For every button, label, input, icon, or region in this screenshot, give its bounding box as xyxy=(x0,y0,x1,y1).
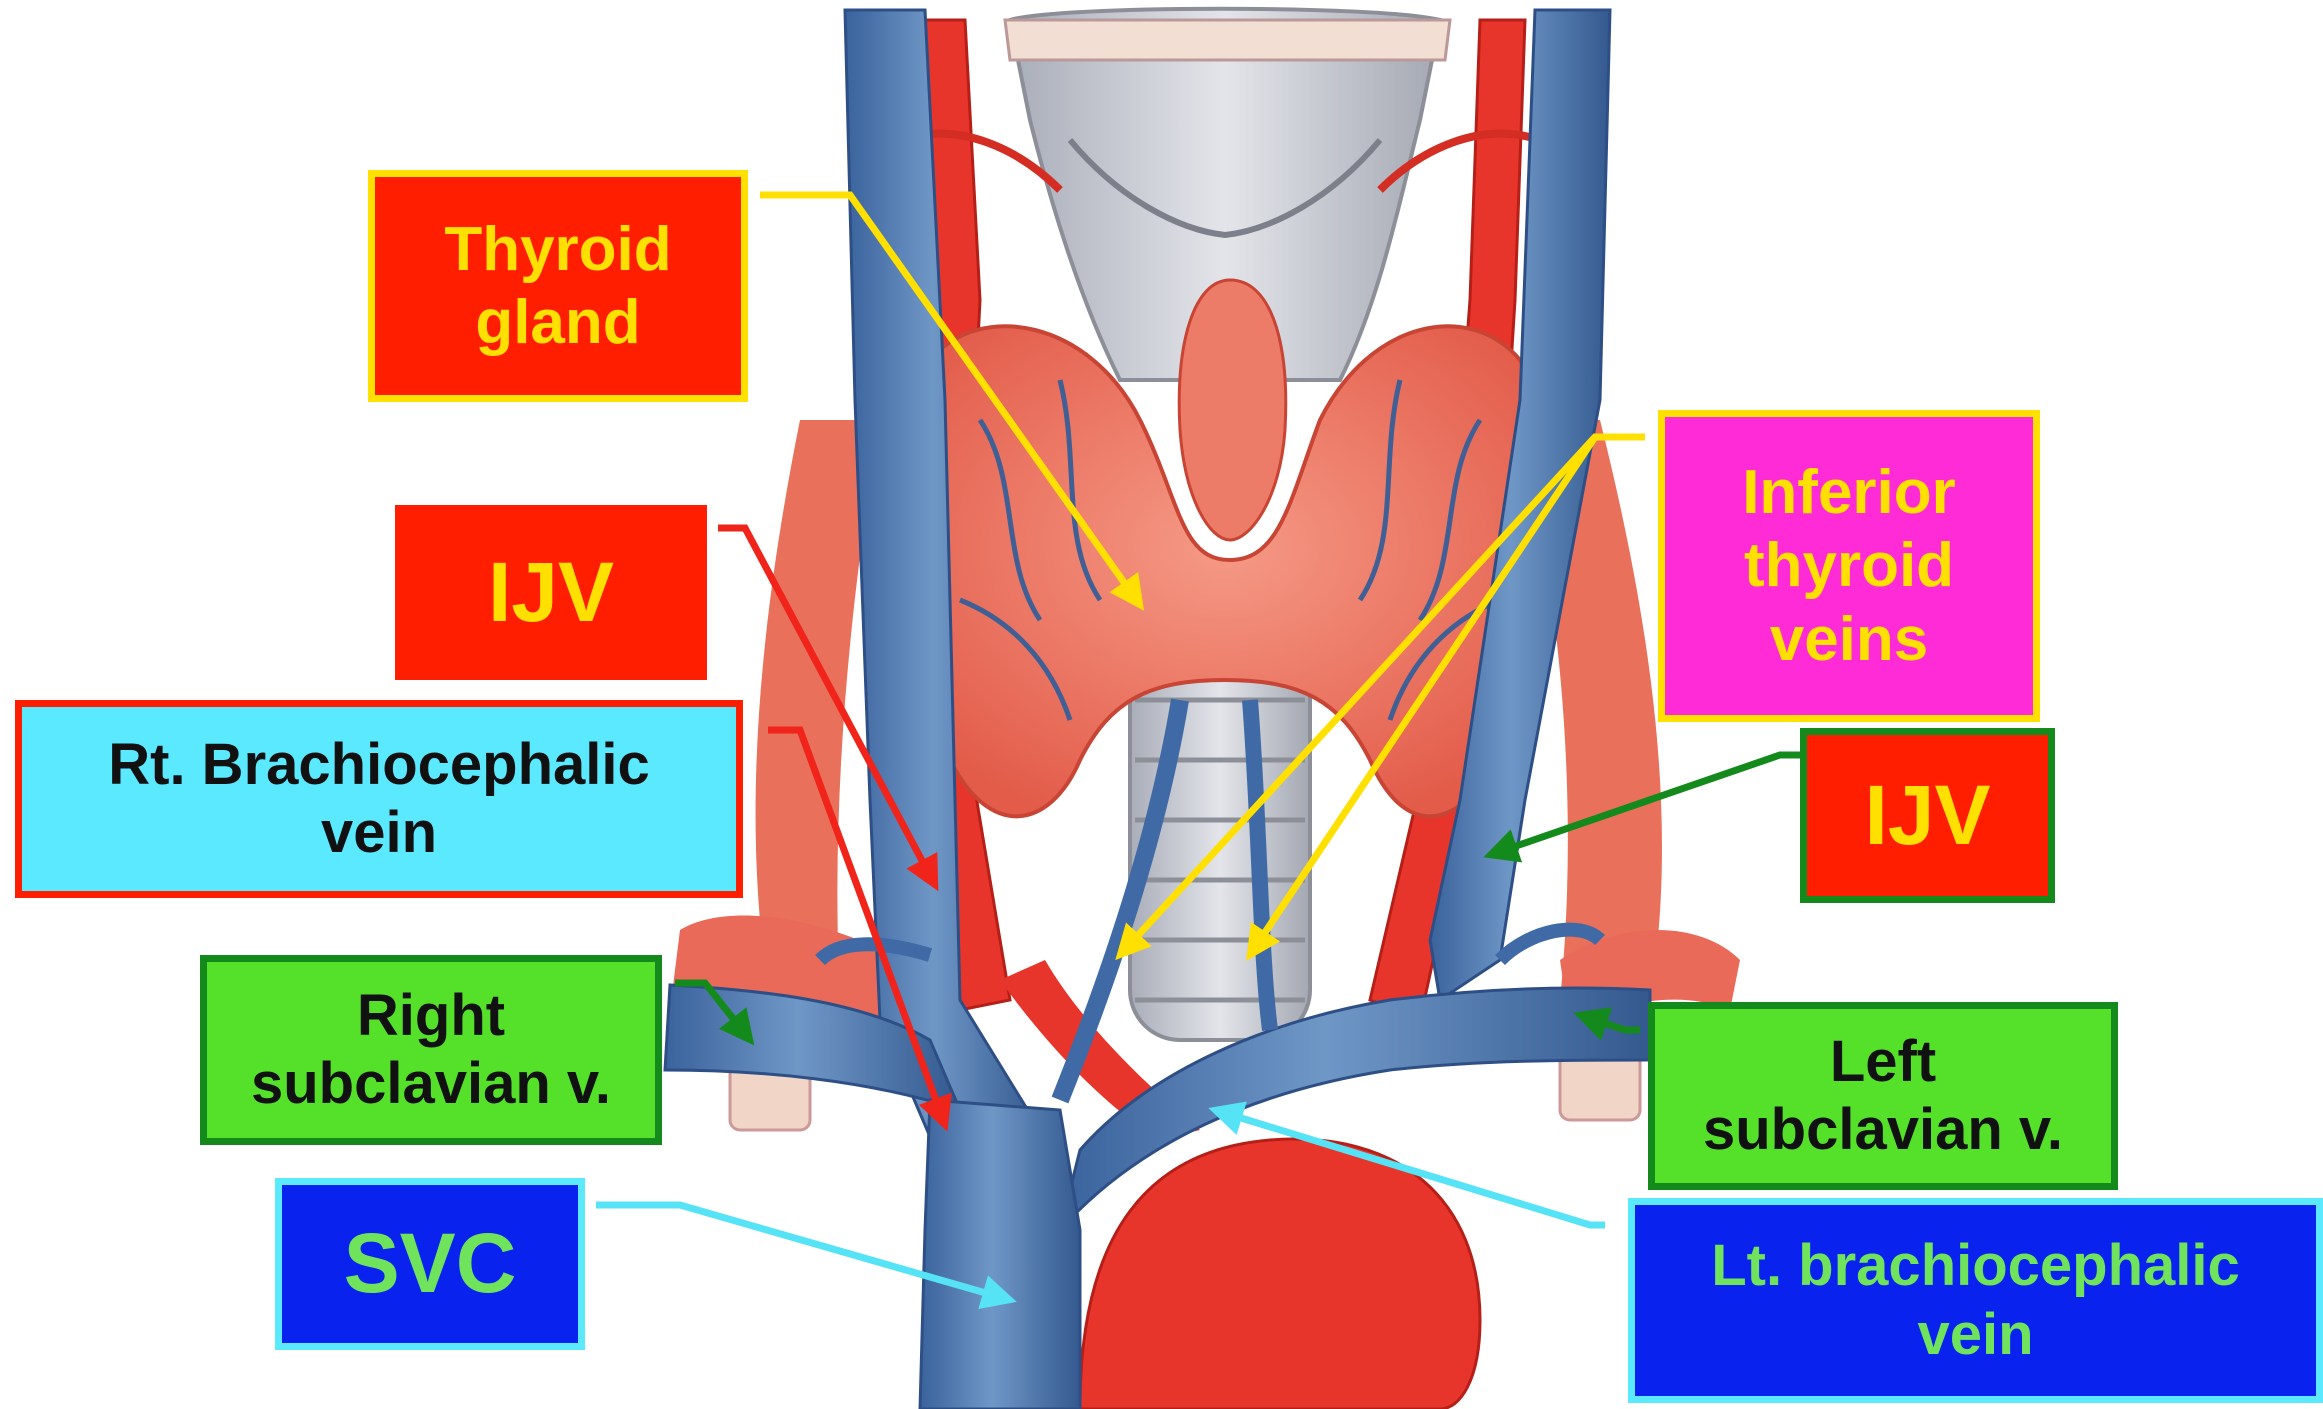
ijv-right-text: IJV xyxy=(488,543,614,642)
svc-label: SVC xyxy=(275,1178,585,1350)
ijv-left-text: IJV xyxy=(1864,766,1990,865)
lt-brachiocephalic-text: Lt. brachiocephalic vein xyxy=(1711,1232,2240,1369)
lt-brachiocephalic-label: Lt. brachiocephalic vein xyxy=(1628,1198,2323,1403)
ijv-left-label: IJV xyxy=(1800,728,2055,903)
svc-text: SVC xyxy=(344,1214,517,1313)
left-subclavian-label: Left subclavian v. xyxy=(1648,1002,2118,1190)
thyroid-gland-label: Thyroid gland xyxy=(368,170,748,402)
left-subclavian-text: Left subclavian v. xyxy=(1703,1028,2063,1165)
inferior-thyroid-veins-text: Inferior thyroid veins xyxy=(1742,456,1956,675)
rt-brachiocephalic-text: Rt. Brachiocephalic vein xyxy=(108,731,649,868)
inferior-thyroid-veins-label: Inferior thyroid veins xyxy=(1658,410,2040,722)
thyroid-gland-text: Thyroid gland xyxy=(444,213,671,359)
right-subclavian-text: Right subclavian v. xyxy=(251,982,611,1119)
ijv-right-label: IJV xyxy=(395,505,707,680)
right-subclavian-label: Right subclavian v. xyxy=(200,955,662,1145)
rt-brachiocephalic-label: Rt. Brachiocephalic vein xyxy=(15,700,743,898)
